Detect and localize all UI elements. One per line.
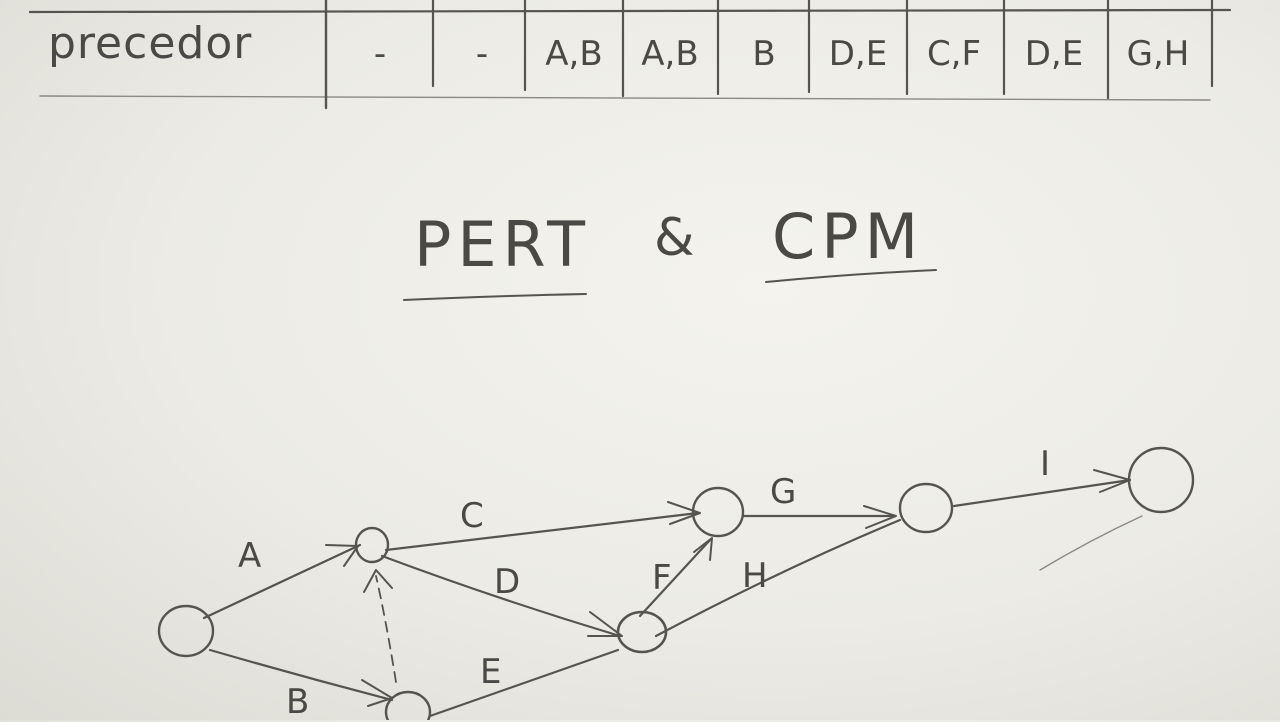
- heading-underline-left: [403, 293, 587, 301]
- table-cell: -: [373, 34, 387, 74]
- node-6: [898, 482, 954, 534]
- edge-d-arrow: [587, 611, 623, 637]
- heading-underline-right: [765, 269, 937, 283]
- edge-label-g: G: [770, 472, 797, 512]
- table-cell: A,B: [545, 34, 603, 74]
- node-7: [1127, 446, 1195, 514]
- table-cell: A,B: [641, 34, 699, 74]
- edge-c-arrow: [667, 501, 701, 525]
- table-cell: -: [475, 34, 489, 74]
- edge-dummy-up-arrow: [363, 569, 393, 593]
- edge-label-d: D: [494, 562, 521, 602]
- edge-label-f: F: [652, 558, 672, 598]
- edge-b: [208, 648, 394, 702]
- stray-pencil-stroke: [1039, 515, 1143, 571]
- edge-d: [380, 554, 622, 638]
- edge-a-arrow: [325, 544, 359, 567]
- table-cell: G,H: [1126, 34, 1190, 74]
- edge-f: [638, 538, 712, 618]
- node-3: [384, 690, 432, 720]
- edge-label-e: E: [480, 652, 502, 692]
- heading-ampersand: &: [654, 208, 695, 268]
- edge-i: [952, 478, 1132, 508]
- edge-a: [202, 543, 362, 620]
- edge-label-b: B: [286, 682, 310, 722]
- node-1: [157, 604, 215, 658]
- edge-dummy-up: [375, 575, 397, 683]
- edge-g-arrow: [863, 505, 897, 529]
- table-cell: D,E: [828, 34, 888, 74]
- table-cell: D,E: [1024, 34, 1084, 74]
- edge-f-arrow: [693, 537, 713, 561]
- network-edges: [202, 469, 1143, 718]
- table-cell: C,F: [926, 34, 982, 74]
- node-5: [691, 486, 745, 538]
- heading-cpm: CPM: [772, 200, 925, 273]
- edge-label-h: H: [742, 556, 768, 596]
- table-cell: B: [752, 34, 776, 74]
- edge-c: [384, 511, 700, 552]
- node-4: [616, 610, 668, 654]
- edge-label-i: I: [1040, 444, 1051, 484]
- network-nodes: [157, 446, 1195, 720]
- table-bottom-border: [39, 95, 1211, 101]
- heading-pert: PERT: [414, 208, 592, 281]
- node-2: [354, 526, 390, 564]
- table-row-label: precedor: [48, 18, 253, 69]
- edge-h: [654, 518, 902, 638]
- table-top-border: [28, 8, 1232, 14]
- edge-label-a: A: [238, 536, 262, 576]
- edge-label-c: C: [460, 496, 484, 536]
- edge-e: [428, 648, 620, 718]
